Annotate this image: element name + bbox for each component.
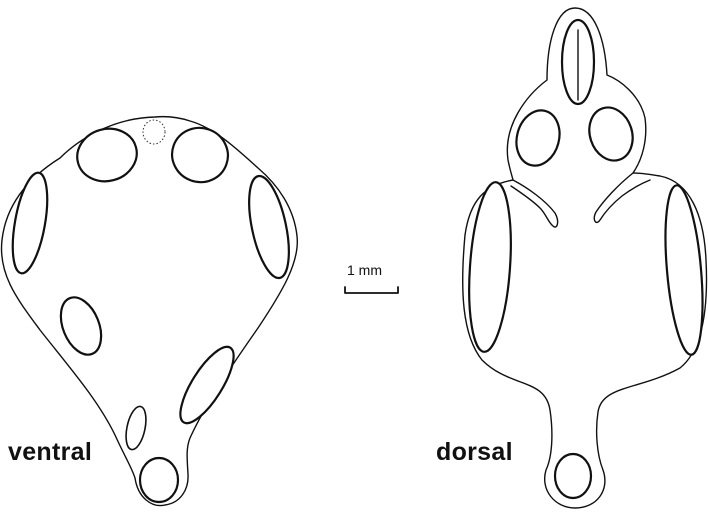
ventral-spot-left-side [6, 170, 53, 276]
dorsal-spot-upper-left [510, 106, 565, 171]
scale-bar [345, 287, 398, 293]
dorsal-view [463, 8, 708, 508]
ventral-spot-top-right [164, 120, 235, 190]
ventral-dotted-pore [143, 120, 165, 144]
ventral-spot-right-side [242, 173, 297, 282]
dorsal-spot-left-side [464, 181, 516, 353]
ventral-spot-lower-right [171, 340, 243, 431]
ventral-spot-tail [140, 458, 178, 502]
ventral-label: ventral [8, 438, 92, 467]
scale-bar-line [345, 287, 398, 293]
dorsal-spot-tail [555, 454, 591, 498]
dorsal-label: dorsal [436, 438, 513, 467]
scale-bar-label: 1 mm [347, 262, 382, 278]
ventral-spot-top-left [71, 122, 142, 188]
dorsal-spot-upper-right [583, 102, 640, 166]
ventral-spot-lower-small [123, 405, 150, 452]
dorsal-left-notch [511, 180, 558, 227]
dorsal-spot-right-side [660, 184, 708, 356]
ventral-spot-mid-left [53, 291, 109, 360]
dorsal-right-notch [594, 173, 650, 222]
